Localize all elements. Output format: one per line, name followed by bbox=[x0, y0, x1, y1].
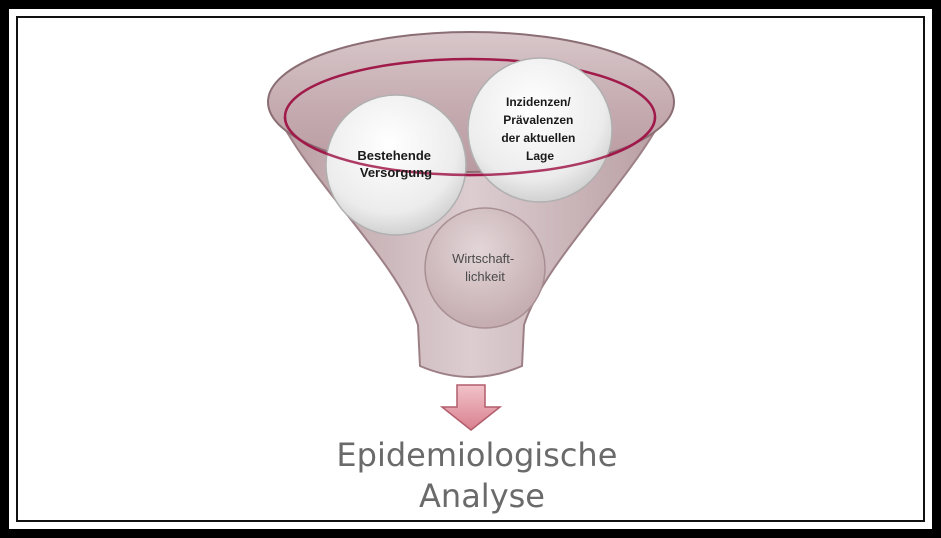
label-inzidenzen: Inzidenzen/ Prävalenzen der aktuellen La… bbox=[501, 95, 578, 163]
circle-inzidenzen bbox=[467, 57, 613, 203]
down-arrow-icon bbox=[439, 384, 503, 431]
label-wirtschaftlichkeit: Wirtschaft- lichkeit bbox=[452, 251, 518, 284]
result-title: Epidemiologische Analyse bbox=[336, 436, 627, 515]
circle-bestehende-versorgung bbox=[325, 94, 467, 236]
circle-wirtschaftlichkeit bbox=[424, 207, 546, 329]
funnel-rim-front bbox=[283, 116, 657, 177]
inner-frame bbox=[16, 16, 925, 522]
label-bestehende-versorgung: Bestehende Versorgung bbox=[357, 148, 434, 180]
